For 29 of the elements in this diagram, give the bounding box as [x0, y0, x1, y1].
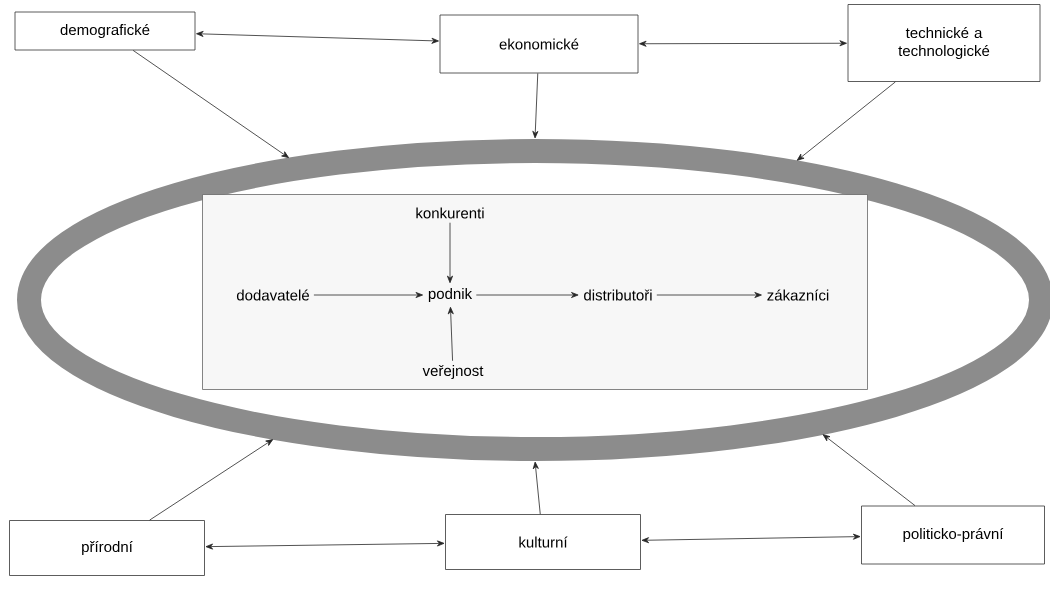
arrow — [475, 292, 579, 298]
arrow — [796, 81, 896, 161]
arrow — [447, 306, 454, 362]
label-box: politicko-právní — [861, 505, 1045, 565]
arrow — [447, 222, 453, 284]
arrow — [822, 434, 916, 506]
node-label: zákazníci — [767, 289, 829, 301]
label-box: ekonomické — [439, 14, 639, 74]
arrow — [656, 292, 762, 298]
arrow — [205, 540, 445, 550]
ring — [17, 139, 1050, 461]
node-label: konkurenti — [416, 207, 484, 219]
label-box: technické a technologické — [847, 4, 1041, 82]
arrow — [313, 292, 423, 298]
arrow — [641, 533, 861, 544]
arrow — [132, 50, 289, 158]
node-label: veřejnost — [422, 365, 484, 379]
label-box: přírodní — [9, 520, 205, 576]
label-box: demografické — [14, 11, 196, 51]
inner-box — [202, 194, 868, 390]
node-label: distributoři — [584, 289, 652, 301]
arrow — [196, 30, 439, 44]
arrow — [532, 73, 539, 139]
arrow — [532, 461, 541, 515]
label-box: kulturní — [445, 514, 641, 570]
arrow — [149, 439, 274, 521]
node-label: dodavatelé — [236, 289, 309, 301]
node-label: podnik — [428, 288, 473, 302]
arrow — [639, 40, 847, 47]
